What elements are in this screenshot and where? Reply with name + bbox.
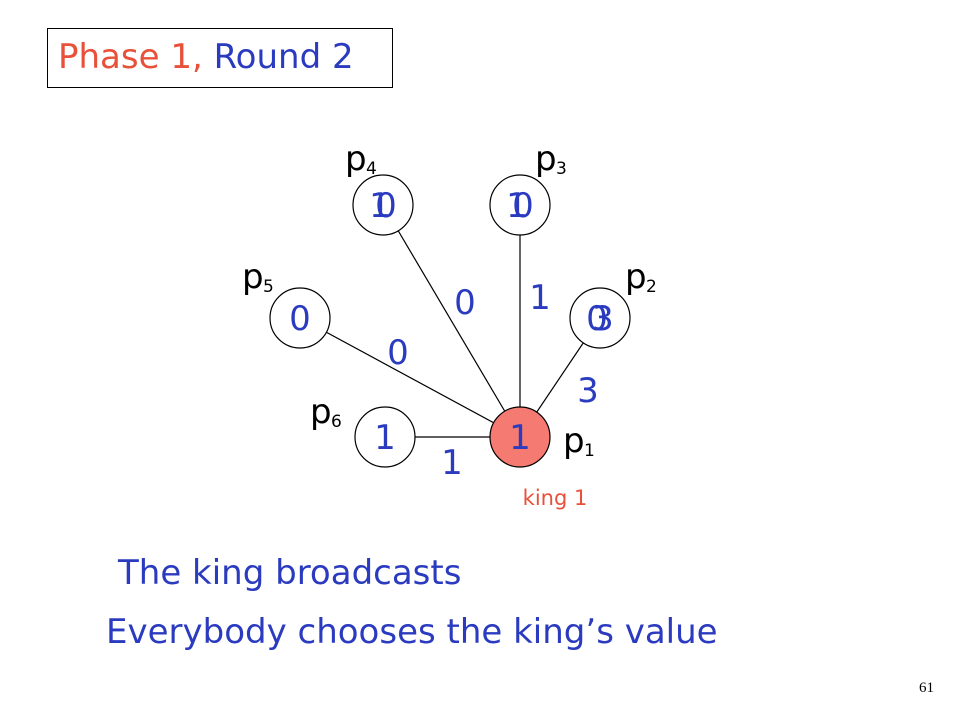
process-subscript-p2: 2	[646, 277, 657, 297]
title-box: Phase 1, Round 2	[47, 28, 393, 88]
king-label: king 1	[523, 486, 588, 510]
process-label-p2: p	[625, 257, 647, 297]
process-label-p6: p	[310, 392, 332, 432]
process-label-p5: p	[242, 257, 264, 297]
node-value-p6: 1	[374, 418, 396, 458]
edge-label-p2: 3	[577, 371, 599, 411]
node-value-p3-2: 0	[512, 186, 534, 226]
node-value-p1: 1	[509, 418, 531, 458]
title-phase: Phase 1,	[58, 37, 203, 77]
caption-king-broadcasts: The king broadcasts	[118, 553, 462, 593]
process-label-p1: p	[563, 421, 585, 461]
caption-everybody-chooses: Everybody chooses the king’s value	[106, 612, 718, 652]
edge-label-p4: 0	[454, 283, 476, 323]
node-value-p4-2: 0	[375, 186, 397, 226]
node-p1	[489, 406, 551, 468]
process-subscript-p3: 3	[556, 159, 567, 179]
title-round: Round 2	[213, 37, 354, 77]
edge-label-p3: 1	[529, 278, 551, 318]
node-value-p3-1: 1	[506, 186, 528, 226]
node-value-p4-1: 1	[369, 186, 391, 226]
process-subscript-p4: 4	[366, 159, 377, 179]
node-p6	[354, 406, 416, 468]
edge-p1-p4	[382, 204, 521, 438]
slide-title: Phase 1, Round 2	[58, 37, 354, 77]
slide-number: 61	[919, 680, 934, 696]
node-p3	[489, 174, 551, 236]
node-p2	[569, 287, 631, 349]
process-label-p3: p	[535, 139, 557, 179]
process-label-p4: p	[345, 139, 367, 179]
edge-p1-p5	[299, 317, 521, 438]
node-value-p2-1: 0	[586, 299, 608, 339]
node-p4	[352, 174, 414, 236]
edge-label-p5: 0	[387, 333, 409, 373]
node-value-p5: 0	[289, 299, 311, 339]
edge-label-p6: 1	[441, 443, 463, 483]
node-p5	[269, 287, 331, 349]
process-subscript-p6: 6	[331, 412, 342, 432]
process-subscript-p1: 1	[584, 441, 595, 461]
node-value-p2-2: 3	[592, 299, 614, 339]
process-subscript-p5: 5	[263, 277, 274, 297]
